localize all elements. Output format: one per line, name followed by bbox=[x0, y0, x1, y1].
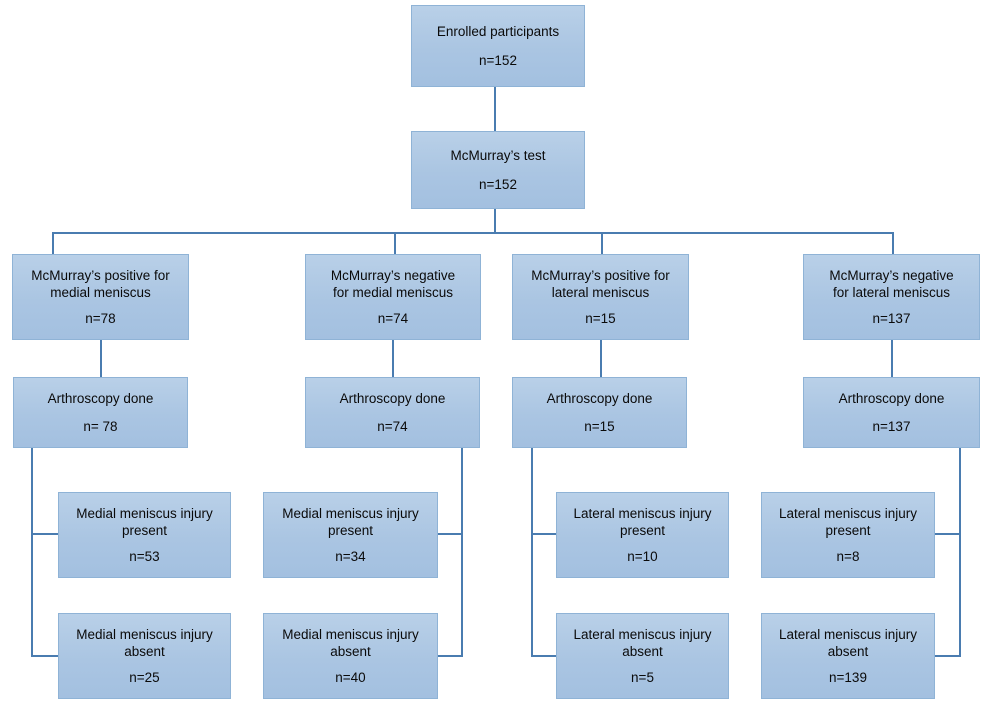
connector-arthro1-bracket-v bbox=[31, 448, 33, 656]
node-arthroscopy-done-2[interactable]: Arthroscopy done n=74 bbox=[305, 377, 480, 448]
node-enrolled-participants[interactable]: Enrolled participants n=152 bbox=[411, 5, 585, 87]
node-label: Arthroscopy done bbox=[838, 390, 945, 406]
node-count: n=137 bbox=[872, 311, 911, 327]
connector-arthro3-to-present bbox=[531, 533, 556, 535]
connector-arthro4-bracket-v bbox=[959, 448, 961, 656]
node-lateral-injury-present-2[interactable]: Lateral meniscus injury present n=8 bbox=[761, 492, 935, 578]
node-label: Lateral meniscus injury present bbox=[778, 505, 918, 538]
node-count: n=5 bbox=[631, 670, 654, 686]
node-label: Medial meniscus injury absent bbox=[282, 626, 419, 659]
connector-arthro2-to-absent bbox=[437, 655, 463, 657]
node-medial-injury-present-2[interactable]: Medial meniscus injury present n=34 bbox=[263, 492, 438, 578]
connector-mmpos-to-arthro1 bbox=[100, 340, 102, 382]
node-arthroscopy-done-4[interactable]: Arthroscopy done n=137 bbox=[803, 377, 980, 448]
node-label: Enrolled participants bbox=[436, 24, 560, 40]
connector-lmpos-to-arthro3 bbox=[600, 340, 602, 382]
node-count: n=152 bbox=[479, 52, 517, 68]
connector-split-bar bbox=[52, 232, 894, 234]
connector-enrolled-to-test bbox=[494, 87, 496, 131]
connector-arthro1-to-absent bbox=[31, 655, 58, 657]
node-count: n=40 bbox=[335, 670, 366, 686]
node-count: n=137 bbox=[872, 419, 911, 434]
node-label: Medial meniscus injury present bbox=[76, 505, 213, 538]
node-count: n=34 bbox=[335, 549, 366, 565]
node-mcmurray-test[interactable]: McMurray’s test n=152 bbox=[411, 131, 585, 209]
node-label: Lateral meniscus injury absent bbox=[573, 626, 712, 659]
node-count: n=139 bbox=[829, 670, 867, 686]
connector-arthro1-to-present bbox=[31, 533, 58, 535]
node-arthroscopy-done-3[interactable]: Arthroscopy done n=15 bbox=[512, 377, 687, 448]
node-arthroscopy-done-1[interactable]: Arthroscopy done n= 78 bbox=[13, 377, 188, 448]
node-mcmurray-negative-lateral[interactable]: McMurray’s negative for lateral meniscus… bbox=[803, 254, 980, 340]
connector-lmneg-to-arthro4 bbox=[891, 340, 893, 382]
connector-split-drop-3 bbox=[601, 232, 603, 254]
connector-split-drop-2 bbox=[394, 232, 396, 254]
node-lateral-injury-absent-1[interactable]: Lateral meniscus injury absent n=5 bbox=[556, 613, 729, 699]
connector-split-drop-1 bbox=[52, 232, 54, 254]
connector-arthro2-bracket-v bbox=[461, 448, 463, 656]
connector-mmneg-to-arthro2 bbox=[392, 340, 394, 382]
node-label: McMurray’s positive for lateral meniscus bbox=[531, 267, 670, 300]
node-label: McMurray’s positive for medial meniscus bbox=[31, 267, 170, 300]
connector-split-drop-4 bbox=[892, 232, 894, 254]
connector-arthro4-to-absent bbox=[934, 655, 961, 657]
node-label: McMurray’s negative for lateral meniscus bbox=[829, 267, 954, 300]
node-label: Medial meniscus injury present bbox=[282, 505, 419, 538]
node-count: n= 78 bbox=[83, 419, 118, 434]
node-label: Medial meniscus injury absent bbox=[76, 626, 213, 659]
node-label: Lateral meniscus injury present bbox=[573, 505, 712, 538]
node-lateral-injury-present-1[interactable]: Lateral meniscus injury present n=10 bbox=[556, 492, 729, 578]
node-count: n=8 bbox=[836, 549, 860, 565]
node-count: n=15 bbox=[584, 419, 615, 434]
node-label: McMurray’s negative for medial meniscus bbox=[330, 267, 456, 300]
connector-arthro3-bracket-v bbox=[531, 448, 533, 656]
node-medial-injury-absent-1[interactable]: Medial meniscus injury absent n=25 bbox=[58, 613, 231, 699]
node-count: n=74 bbox=[377, 419, 408, 434]
node-medial-injury-absent-2[interactable]: Medial meniscus injury absent n=40 bbox=[263, 613, 438, 699]
node-label: McMurray’s test bbox=[450, 148, 546, 164]
node-mcmurray-positive-medial[interactable]: McMurray’s positive for medial meniscus … bbox=[12, 254, 189, 340]
node-label: Arthroscopy done bbox=[339, 390, 446, 406]
node-label: Lateral meniscus injury absent bbox=[778, 626, 918, 659]
node-lateral-injury-absent-2[interactable]: Lateral meniscus injury absent n=139 bbox=[761, 613, 935, 699]
node-count: n=25 bbox=[129, 670, 160, 686]
connector-arthro4-to-present bbox=[934, 533, 961, 535]
node-count: n=53 bbox=[129, 549, 160, 565]
node-mcmurray-negative-medial[interactable]: McMurray’s negative for medial meniscus … bbox=[305, 254, 481, 340]
node-label: Arthroscopy done bbox=[47, 390, 154, 406]
connector-arthro2-to-present bbox=[437, 533, 463, 535]
node-label: Arthroscopy done bbox=[546, 390, 653, 406]
node-mcmurray-positive-lateral[interactable]: McMurray’s positive for lateral meniscus… bbox=[512, 254, 689, 340]
node-count: n=10 bbox=[627, 549, 658, 565]
node-count: n=15 bbox=[585, 311, 616, 327]
node-medial-injury-present-1[interactable]: Medial meniscus injury present n=53 bbox=[58, 492, 231, 578]
node-count: n=74 bbox=[377, 311, 409, 327]
connector-test-to-split bbox=[494, 209, 496, 233]
node-count: n=152 bbox=[479, 176, 517, 192]
connector-arthro3-to-absent bbox=[531, 655, 556, 657]
node-count: n=78 bbox=[85, 311, 116, 327]
